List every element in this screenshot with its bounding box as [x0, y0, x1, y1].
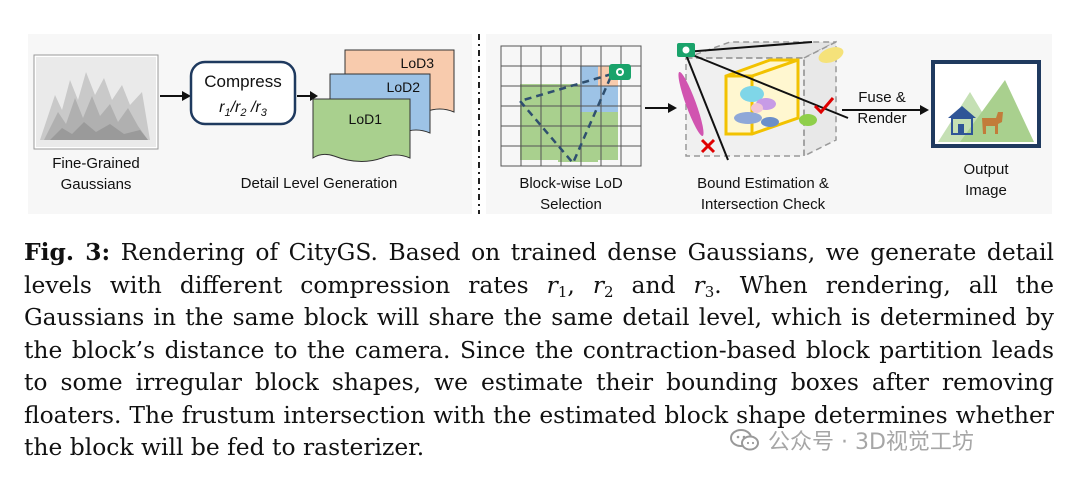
- lod3-label: LoD3: [401, 55, 435, 71]
- fine-grained-label-2: Gaussians: [61, 176, 132, 193]
- caption-text-2: . When rendering, all the Gaussians in t…: [24, 270, 1054, 462]
- fine-grained-label-1: Fine-Grained: [52, 155, 140, 172]
- compress-label: Compress: [204, 72, 281, 91]
- caption-text-1: Rendering of CityGS. Based on trained de…: [24, 238, 1054, 299]
- output-label-1: Output: [963, 161, 1009, 178]
- arrow-head-lod: [310, 91, 318, 101]
- bound-estimation-diagram: [677, 40, 849, 161]
- caption-label: Fig. 3:: [24, 238, 111, 266]
- block-selection-label-1: Block-wise LoD: [519, 175, 623, 192]
- caption-r3-sub: 3: [704, 282, 715, 301]
- compress-box: [189, 60, 297, 126]
- arrow-head-compress: [182, 91, 191, 101]
- caption-r1: r: [546, 270, 558, 299]
- compress-rates: r1/r2 /r3: [219, 99, 268, 119]
- arrow-head-output: [920, 105, 929, 115]
- fuse-label-2: Render: [857, 110, 906, 127]
- detail-level-label: Detail Level Generation: [241, 175, 398, 192]
- pipeline-figure: Fine-Grained Gaussians Compress r1/r2 /r…: [0, 0, 1080, 222]
- watermark: 公众号 · 3D视觉工坊: [730, 424, 974, 456]
- fuse-label-1: Fuse &: [858, 89, 906, 106]
- cross-icon: [700, 138, 716, 154]
- output-label-2: Image: [965, 182, 1007, 199]
- check-icon: [813, 97, 835, 115]
- caption-r2: r: [592, 270, 604, 299]
- caption-r3: r: [693, 270, 705, 299]
- arrow-head-bound: [668, 103, 677, 113]
- caption-sep1: ,: [567, 270, 593, 299]
- figure-caption: Fig. 3: Rendering of CityGS. Based on tr…: [24, 236, 1054, 464]
- bound-estimation-label-1: Bound Estimation &: [697, 175, 829, 192]
- block-grid: [500, 45, 642, 167]
- caption-r1-sub: 1: [557, 282, 568, 301]
- wechat-icon: [730, 429, 759, 451]
- lod2-label: LoD2: [387, 79, 421, 95]
- bound-estimation-label-2: Intersection Check: [701, 196, 826, 213]
- caption-and: and: [613, 270, 694, 299]
- lod1-label: LoD1: [349, 111, 383, 127]
- output-image-icon: [931, 60, 1041, 148]
- lod-stack: LoD3 LoD2 LoD1: [312, 49, 455, 162]
- city-pointcloud-image: [33, 54, 159, 150]
- block-selection-label-2: Selection: [540, 196, 602, 213]
- watermark-text: 公众号 · 3D视觉工坊: [768, 430, 974, 455]
- caption-r2-sub: 2: [604, 282, 614, 301]
